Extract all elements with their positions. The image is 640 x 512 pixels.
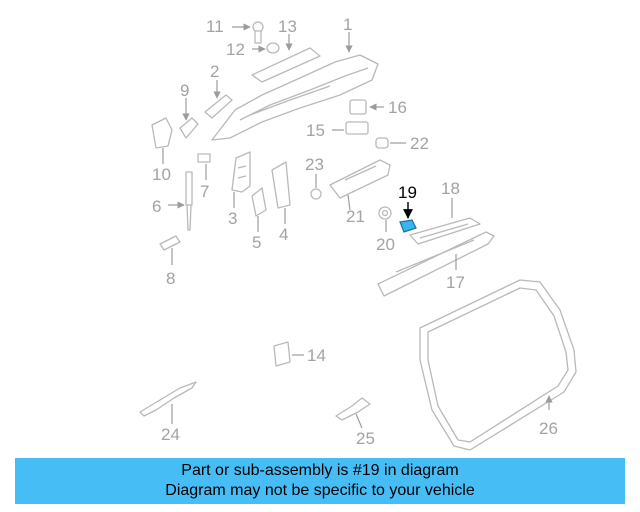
part-21-latch [329, 159, 391, 211]
part-5-bracket [251, 187, 267, 232]
info-banner: Part or sub-assembly is #19 in diagram D… [15, 458, 625, 504]
parts-diagram: 1 2 3 4 5 6 7 8 9 10 11 12 13 14 15 16 1… [139, 15, 577, 451]
part-17-garnish [377, 231, 495, 297]
callout-7: 7 [200, 182, 209, 201]
callout-4: 4 [279, 225, 288, 244]
callout-25: 25 [356, 429, 375, 448]
part-9-bracket [179, 98, 199, 139]
callout-18: 18 [441, 179, 460, 198]
part-3-hinge [231, 151, 251, 208]
callout-2: 2 [210, 62, 219, 81]
callout-11: 11 [206, 17, 224, 36]
part-10-cap [151, 117, 173, 164]
callout-26: 26 [539, 419, 558, 438]
callout-5: 5 [252, 233, 261, 252]
part-20-grommet [378, 206, 392, 232]
callout-8: 8 [166, 269, 175, 288]
callout-20: 20 [376, 235, 395, 254]
callout-12: 12 [226, 40, 245, 59]
part-26-weatherstrip [419, 279, 577, 451]
part-23-grommet [310, 174, 322, 200]
part-8-stud [159, 235, 181, 265]
callout-22: 22 [410, 134, 429, 153]
callout-14: 14 [307, 346, 326, 365]
part-24-cable [139, 381, 197, 424]
part-16-clip [349, 99, 384, 115]
callout-16: 16 [388, 98, 407, 117]
part-18-handle [409, 198, 481, 245]
callout-10: 10 [152, 165, 171, 184]
callout-9: 9 [180, 81, 189, 100]
part-4-bracket [271, 161, 291, 224]
callout-15: 15 [306, 121, 325, 140]
part-15-clip [332, 121, 369, 135]
callout-13: 13 [278, 17, 297, 36]
part-2-bracket [204, 80, 233, 119]
part-22-bumper [375, 137, 406, 149]
part-1-spoiler [211, 32, 379, 141]
part-25-cable [335, 397, 371, 429]
part-13-strip [251, 34, 321, 83]
banner-line-part-number: Part or sub-assembly is #19 in diagram [181, 462, 459, 479]
part-6-strut [168, 171, 193, 231]
banner-line-disclaimer: Diagram may not be specific to your vehi… [165, 482, 475, 499]
part-14-cap [273, 341, 304, 367]
callout-6: 6 [152, 197, 161, 216]
callout-17: 17 [446, 273, 465, 292]
callout-1: 1 [343, 15, 352, 34]
callout-3: 3 [228, 209, 237, 228]
part-12-grommet [252, 42, 280, 54]
callout-23: 23 [305, 155, 324, 174]
callout-24: 24 [161, 425, 180, 444]
callout-19: 19 [398, 183, 417, 202]
callout-labels: 1 2 3 4 5 6 7 8 9 10 11 12 13 14 15 16 1… [152, 15, 558, 448]
part-11-clip [232, 21, 264, 44]
part-19-switch [399, 202, 417, 233]
part-7-stud [197, 153, 211, 180]
callout-21: 21 [346, 207, 365, 226]
